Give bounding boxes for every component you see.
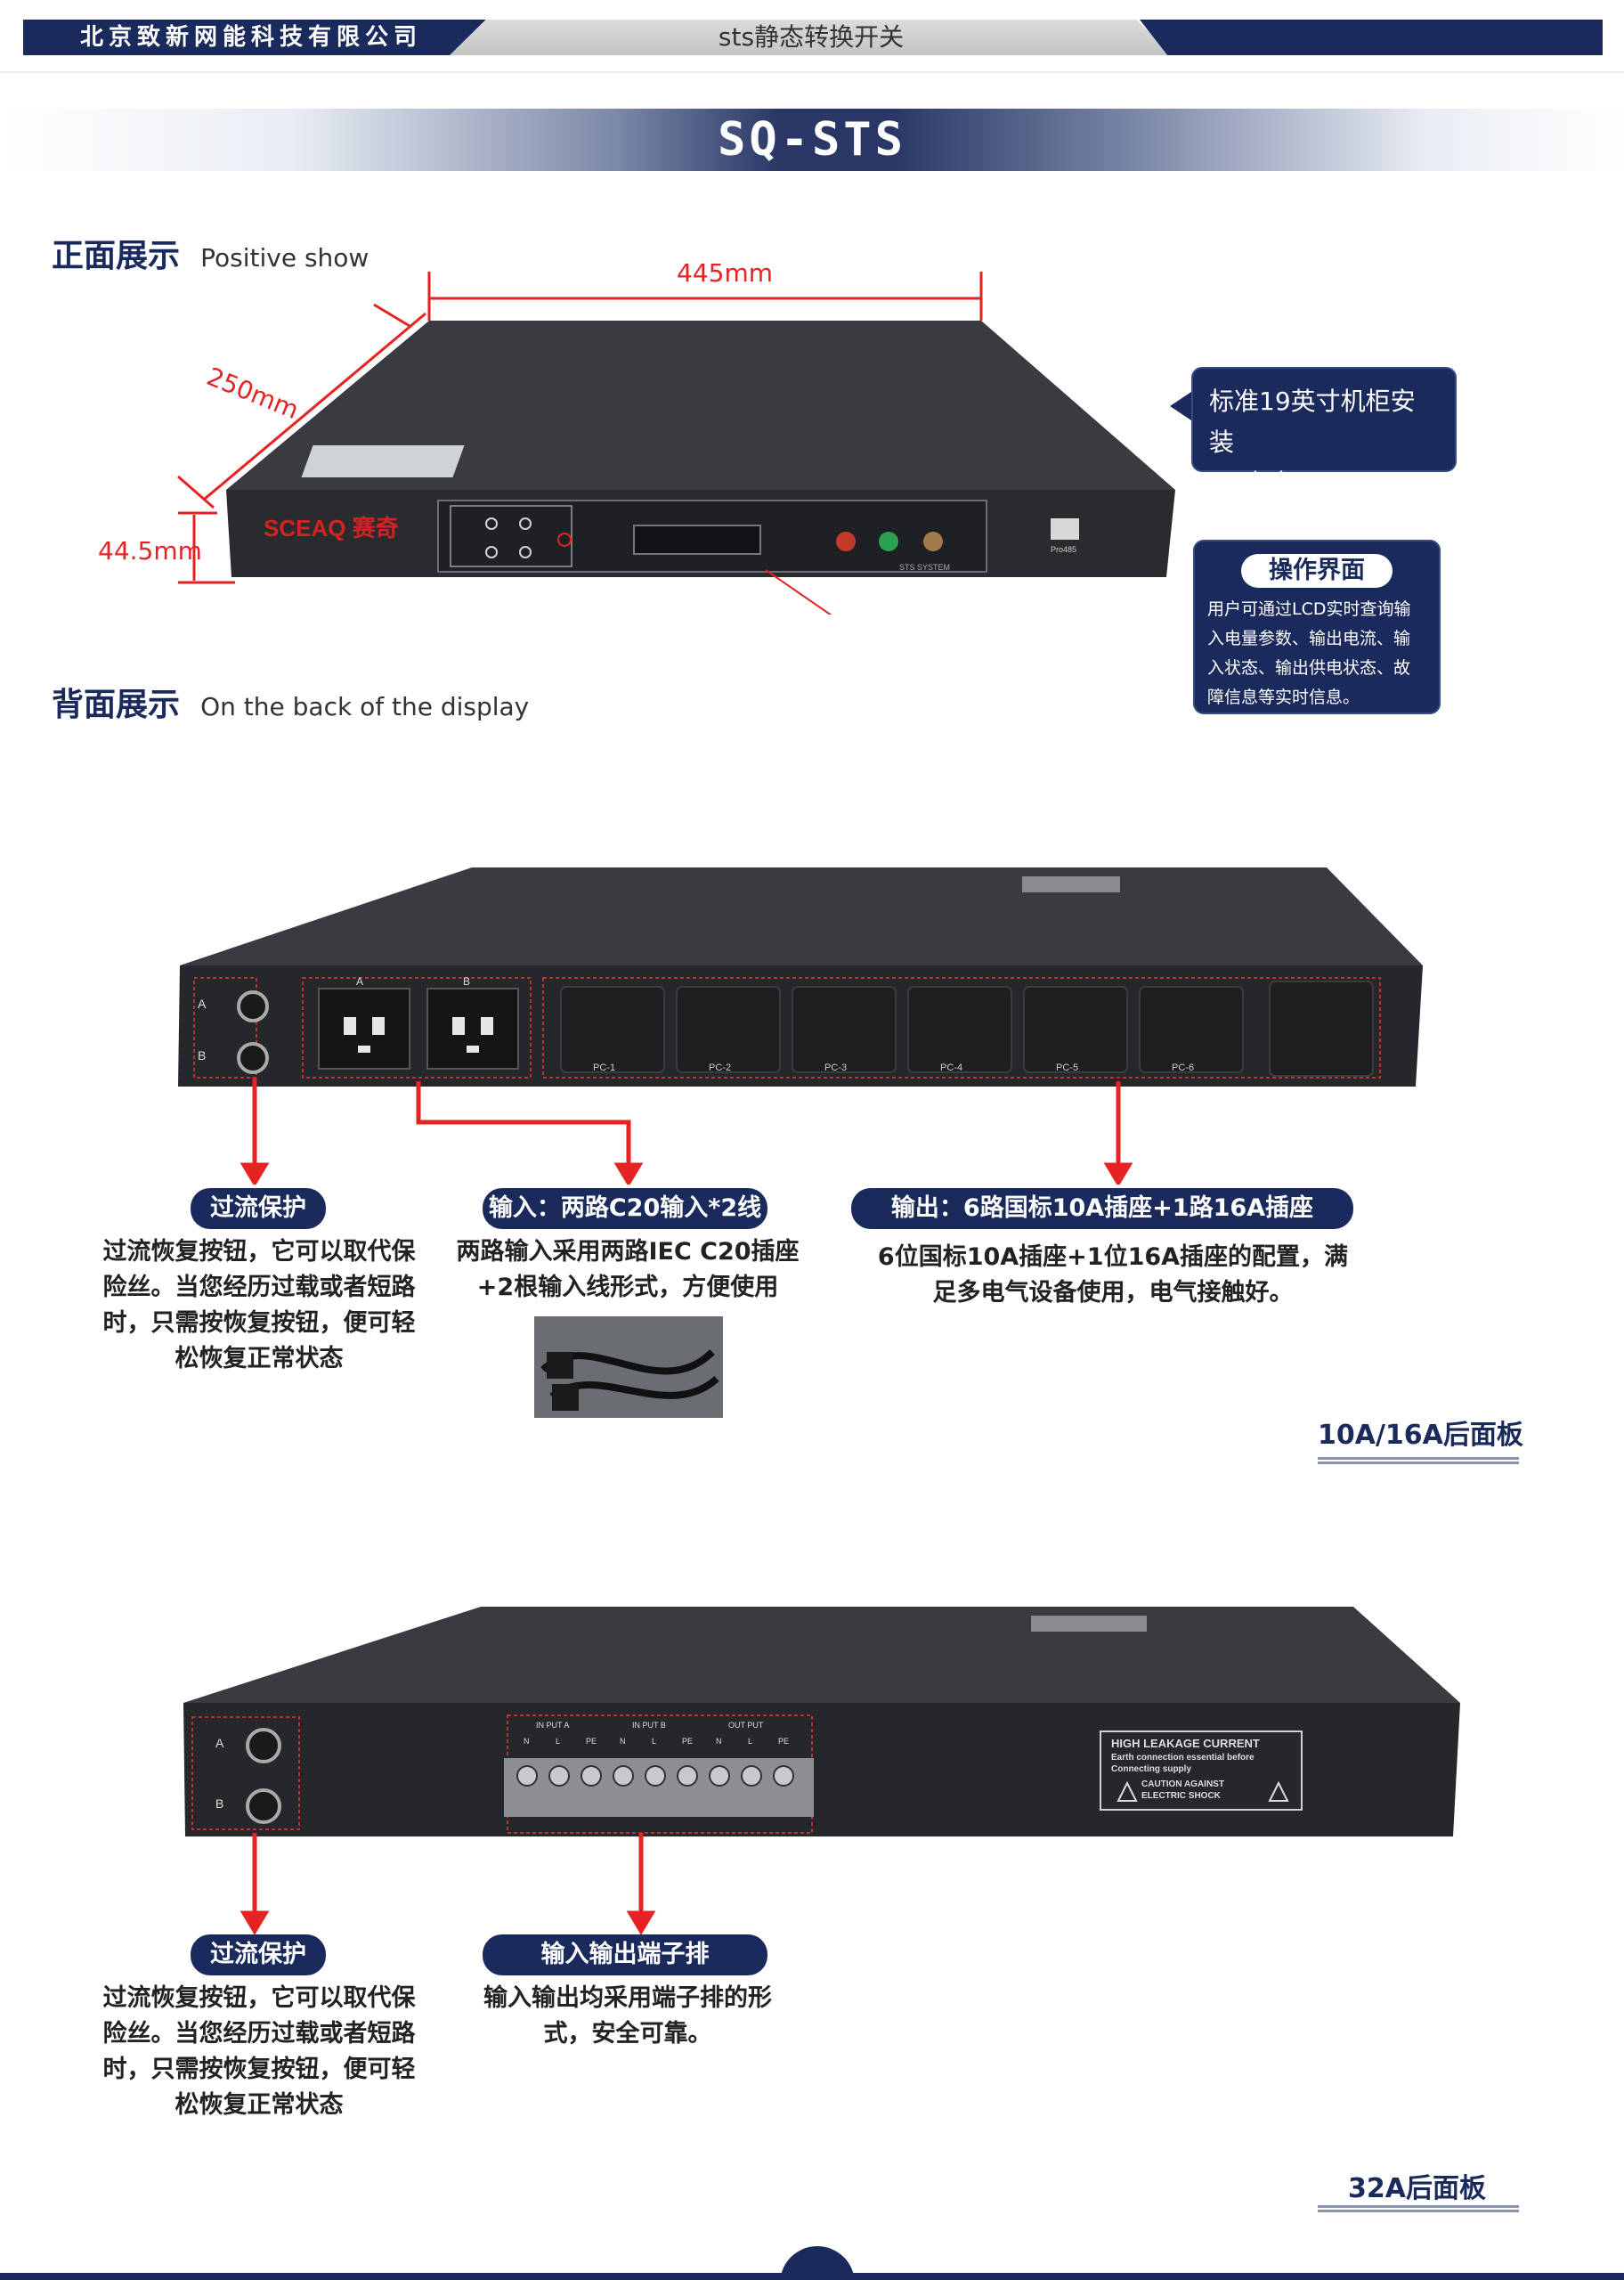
ui-callout-line: 入电量参数、输出电流、输 (1207, 629, 1411, 648)
overcurrent-desc-line: 险丝。当您经历过载或者短路 (102, 2020, 416, 2048)
sts-system-text: STS SYSTEM (899, 563, 950, 572)
overcurrent-desc-line: 松恢复正常状态 (175, 2091, 344, 2119)
button-label-a: A (215, 1736, 224, 1750)
back-section-heading: 背面展示 On the back of the display (52, 679, 529, 725)
ui-callout-line: 用户可通过LCD实时查询输 (1207, 599, 1411, 619)
terminal-pin-label: N (620, 1737, 626, 1746)
output-pill: 输出：6路国标10A插座+1路16A插座 (851, 1188, 1353, 1229)
warning-text: HIGH LEAKAGE CURRENT (1111, 1737, 1260, 1750)
overcurrent-desc-line: 松恢复正常状态 (175, 1345, 344, 1372)
rack-callout-line1: 标准19英寸机柜安装 (1209, 387, 1416, 457)
warning-text: CAUTION AGAINST (1141, 1779, 1224, 1789)
terminal-pill: 输入输出端子排 (483, 1934, 767, 1975)
terminal-pin-label: L (652, 1737, 656, 1746)
panel1-label: 10A/16A后面板 (1318, 1420, 1523, 1451)
button-label-b: B (198, 1048, 206, 1063)
output-desc-line: 6位国标10A插座+1位16A插座的配置，满 (877, 1243, 1349, 1271)
overcurrent-pill-2: 过流保护 (191, 1934, 326, 1975)
terminal-desc-line: 式，安全可靠。 (543, 2020, 712, 2048)
overcurrent-desc-line: 险丝。当您经历过载或者短路 (102, 1274, 416, 1301)
terminal-pin-label: PE (682, 1737, 693, 1746)
overcurrent-desc-line: 时，只需按恢复按钮，便可轻 (102, 2056, 416, 2083)
product-name: sts静态转换开关 (450, 20, 1173, 55)
input-pill: 输入：两路C20输入*2线 (483, 1188, 767, 1229)
footer-bar (0, 2273, 1624, 2280)
input-desc-line: 两路输入采用两路IEC C20插座 (456, 1238, 800, 1266)
ui-callout-title: 操作界面 (1241, 554, 1393, 588)
brand-logo-text: SCEAQ 赛奇 (264, 515, 399, 542)
inlet-label-b: B (463, 975, 470, 988)
terminal-pin-label: N (524, 1737, 530, 1746)
warning-text: Earth connection essential before (1111, 1753, 1255, 1763)
rack-callout: 标准19英寸机柜安装 1U高度 (1191, 367, 1457, 498)
output-desc-line: 足多电气设备使用，电气接触好。 (932, 1279, 1294, 1307)
outlet-label: PC-1 (593, 1063, 615, 1073)
back-title-cn: 背面展示 (52, 687, 181, 723)
callout-pointer-icon (1170, 388, 1197, 424)
overcurrent-desc-1: 过流恢复按钮，它可以取代保 险丝。当您经历过载或者短路 时，只需按恢复按钮，便可… (96, 1234, 422, 1377)
outlet-label: PC-3 (824, 1063, 847, 1073)
outlet-label: PC-6 (1172, 1063, 1194, 1073)
panel1-label-rule (1318, 1457, 1519, 1464)
header-divider (0, 71, 1624, 73)
dim-width-label: 445mm (677, 258, 773, 288)
outlet-label: PC-2 (709, 1063, 731, 1073)
overcurrent-pill-1: 过流保护 (191, 1188, 326, 1229)
terminal-pin-label: L (556, 1737, 560, 1746)
dim-height-label: 44.5mm (98, 536, 202, 566)
warning-triangle-icon (1268, 1780, 1289, 1802)
button-label-b: B (215, 1796, 223, 1811)
rear-panel-10a-image: A B A B PC-1 PC-2 PC-3 PC-4 PC-5 PC-6 (178, 867, 1423, 1087)
terminal-group-label: IN PUT A (536, 1721, 569, 1730)
front-title-cn: 正面展示 (52, 238, 181, 274)
panel1-arrows (240, 1078, 1133, 1185)
front-device-image: SCEAQ 赛奇 STS SYSTEM Pro485 (177, 272, 1175, 615)
inlet-label-a: A (356, 975, 363, 988)
overcurrent-desc-2: 过流恢复按钮，它可以取代保 险丝。当您经历过载或者短路 时，只需按恢复按钮，便可… (96, 1981, 422, 2123)
outlet-label: PC-5 (1056, 1063, 1078, 1073)
ui-callout-line: 入状态、输出供电状态、故 (1207, 658, 1411, 678)
front-section-heading: 正面展示 Positive show (52, 230, 369, 276)
overcurrent-desc-line: 过流恢复按钮，它可以取代保 (102, 1238, 416, 1266)
rack-callout-line2: 1U高度 (1209, 468, 1294, 498)
ui-callout-line: 障信息等实时信息。 (1207, 688, 1360, 707)
rear-panel-32a-image: A B IN PUT A IN PUT B OUT PUT N L PE N L… (183, 1607, 1460, 1836)
input-desc: 两路输入采用两路IEC C20插座 +2根输入线形式，方便使用 (456, 1234, 800, 1306)
overcurrent-desc-line: 时，只需按恢复按钮，便可轻 (102, 1309, 416, 1337)
terminal-pin-label: L (748, 1737, 752, 1746)
model-banner (0, 109, 1624, 171)
power-cord-image (534, 1316, 723, 1418)
port-label: Pro485 (1051, 545, 1076, 554)
overcurrent-desc-line: 过流恢复按钮，它可以取代保 (102, 1984, 416, 2012)
terminal-desc: 输入输出均采用端子排的形 式，安全可靠。 (456, 1981, 800, 2052)
header-right-bar (1140, 20, 1603, 55)
outlet-label: PC-4 (940, 1063, 962, 1073)
input-desc-line: +2根输入线形式，方便使用 (476, 1274, 779, 1301)
terminal-group-label: OUT PUT (728, 1721, 764, 1730)
warning-triangle-icon (1116, 1780, 1138, 1802)
terminal-pin-label: PE (586, 1737, 597, 1746)
back-title-en: On the back of the display (200, 692, 530, 721)
front-title-en: Positive show (200, 243, 369, 273)
terminal-pin-label: N (716, 1737, 722, 1746)
ui-callout: 操作界面 用户可通过LCD实时查询输 入电量参数、输出电流、输 入状态、输出供电… (1193, 540, 1441, 714)
warning-text: ELECTRIC SHOCK (1141, 1791, 1222, 1801)
warning-text: Connecting supply (1111, 1764, 1191, 1774)
panel2-label: 32A后面板 (1348, 2173, 1486, 2204)
company-name: 北京致新网能科技有限公司 (23, 20, 486, 55)
output-desc: 6位国标10A插座+1位16A插座的配置，满 足多电气设备使用，电气接触好。 (864, 1240, 1362, 1311)
panel2-label-rule (1318, 2205, 1519, 2212)
model-title: SQ-STS (718, 113, 906, 167)
terminal-pin-label: PE (778, 1737, 789, 1746)
panel2-arrows (240, 1833, 656, 1935)
terminal-desc-line: 输入输出均采用端子排的形 (483, 1984, 772, 2012)
button-label-a: A (198, 997, 207, 1011)
terminal-group-label: IN PUT B (632, 1721, 666, 1730)
